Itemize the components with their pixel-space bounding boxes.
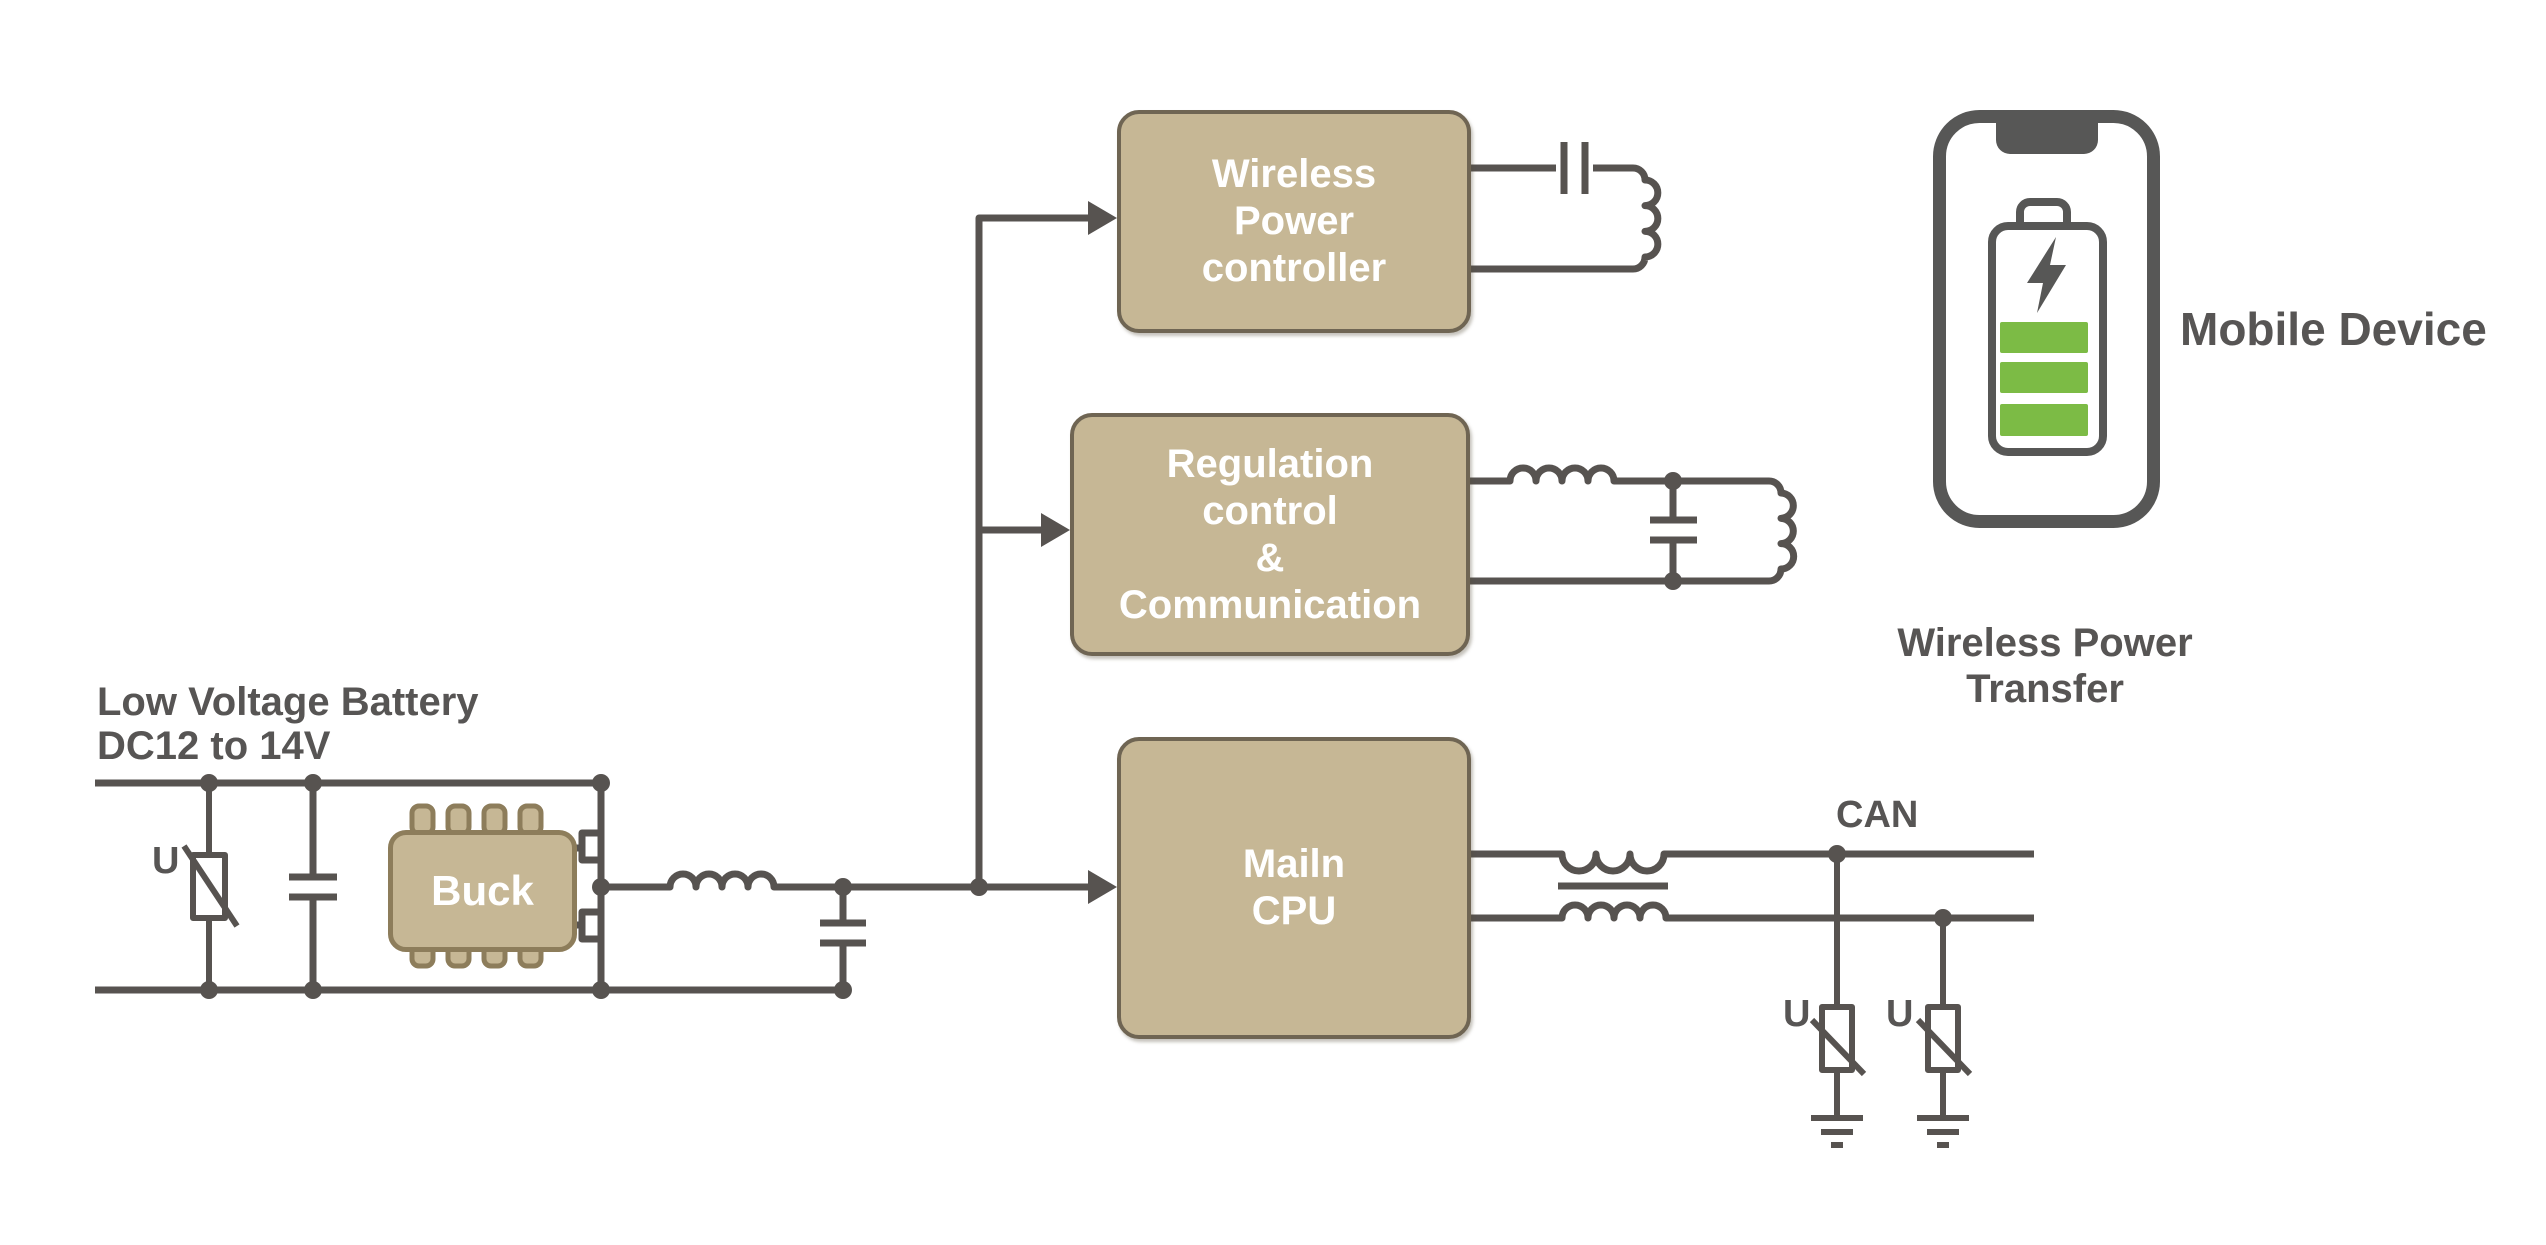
power-distribution-wire <box>975 214 1091 887</box>
varistor-u-label-can-1: U <box>1783 993 1811 1035</box>
mobile-device-label: Mobile Device <box>2180 303 2487 355</box>
block-label-line: & <box>1255 535 1285 580</box>
inductor-coil-buck-output <box>601 870 1091 891</box>
arrowhead-to-regulation <box>1041 513 1070 547</box>
regulation-lc-coil-circuit <box>1462 464 1798 585</box>
block-label-line: CPU <box>1251 889 1337 933</box>
block-wireless-power-controller: Wireless Power controller <box>1117 110 1471 333</box>
battery-level-bars <box>2000 322 2088 436</box>
block-label-line: Regulation <box>1166 441 1374 486</box>
can-high-wire <box>1463 850 2034 875</box>
battery-label-line1: Low Voltage Battery <box>97 680 479 724</box>
block-regulation-control-communication: Regulation control & Communication <box>1070 413 1470 656</box>
chip-label: Buck <box>431 867 534 914</box>
battery-label-line2: DC12 to 14V <box>97 724 331 768</box>
phone-notch <box>1996 118 2098 154</box>
varistor-symbol-can-2 <box>1915 918 1973 1148</box>
ground-icon <box>1917 1115 1969 1148</box>
battery-icon <box>1988 198 2107 456</box>
block-label-line: control <box>1202 488 1338 533</box>
arrowhead-to-cpu <box>1088 870 1117 904</box>
flow-arrowheads <box>1041 201 1117 904</box>
block-label-line: Mailn <box>1242 842 1346 886</box>
can-bus-label: CAN <box>1836 794 1919 836</box>
buck-converter-chip: Buck <box>388 830 577 952</box>
block-label-line: Wireless <box>1211 152 1377 196</box>
block-label-line: Power <box>1233 199 1355 243</box>
block-label-line: Communication <box>1118 582 1422 627</box>
lightning-bolt-icon <box>2027 237 2066 313</box>
wireless-power-transfer-label: Wireless Power Transfer <box>1870 620 2220 712</box>
wpc-resonant-tank-circuit <box>1463 142 1662 273</box>
block-main-cpu: Mailn CPU <box>1117 737 1471 1039</box>
ground-icon <box>1811 1115 1863 1148</box>
wpt-label-line2: Transfer <box>1966 667 2124 711</box>
can-low-wire <box>1463 901 2034 922</box>
phone-icon <box>1933 110 2160 528</box>
block-label-line: controller <box>1201 246 1387 290</box>
capacitor-symbol-regulation <box>1650 481 1697 581</box>
low-voltage-battery-label: Low Voltage Battery DC12 to 14V <box>97 680 479 768</box>
arrowhead-to-wpc <box>1088 201 1117 235</box>
varistor-symbol-battery <box>181 783 240 990</box>
varistor-u-label-battery: U <box>152 840 180 882</box>
varistor-symbol-can-1 <box>1809 854 1867 1148</box>
capacitor-symbol-input <box>289 783 337 990</box>
varistor-u-label-can-2: U <box>1886 993 1914 1035</box>
capacitor-symbol-buck-output <box>820 887 866 990</box>
wpt-label-line1: Wireless Power <box>1897 621 2193 665</box>
junction-dots <box>200 472 1952 999</box>
